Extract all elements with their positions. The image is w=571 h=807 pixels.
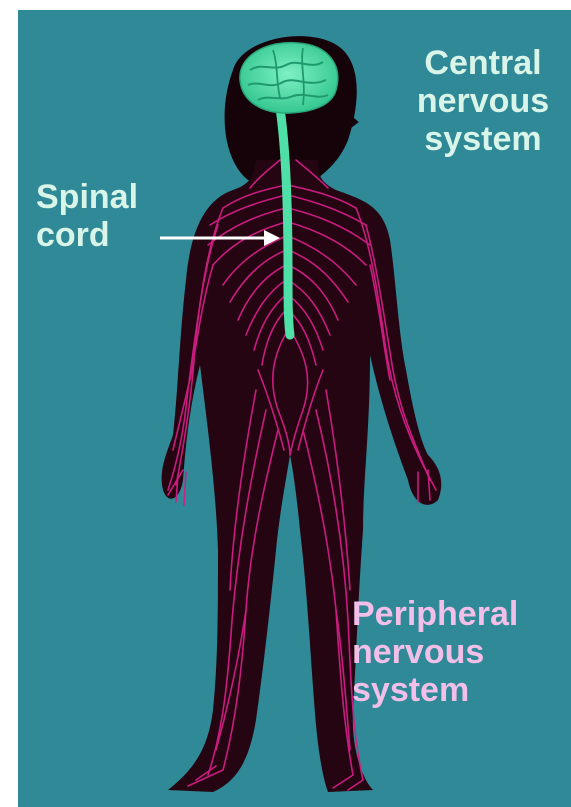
spinal-label-line-1: Spinal <box>36 178 171 216</box>
central-label-line-3: system <box>390 120 571 158</box>
central-label-line-1: Central <box>390 44 571 82</box>
peripheral-label-line-2: nervous <box>352 633 566 671</box>
nervous-system-diagram: Central nervous system Spinal cord Perip… <box>18 10 571 807</box>
peripheral-label-line-3: system <box>352 671 566 709</box>
spinal-cord-label: Spinal cord <box>36 178 171 254</box>
central-label-line-2: nervous <box>390 82 571 120</box>
spinal-label-line-2: cord <box>36 216 171 254</box>
peripheral-nervous-system-label: Peripheral nervous system <box>352 595 566 709</box>
peripheral-label-line-1: Peripheral <box>352 595 566 633</box>
central-nervous-system-label: Central nervous system <box>390 44 571 158</box>
brain <box>240 43 338 113</box>
